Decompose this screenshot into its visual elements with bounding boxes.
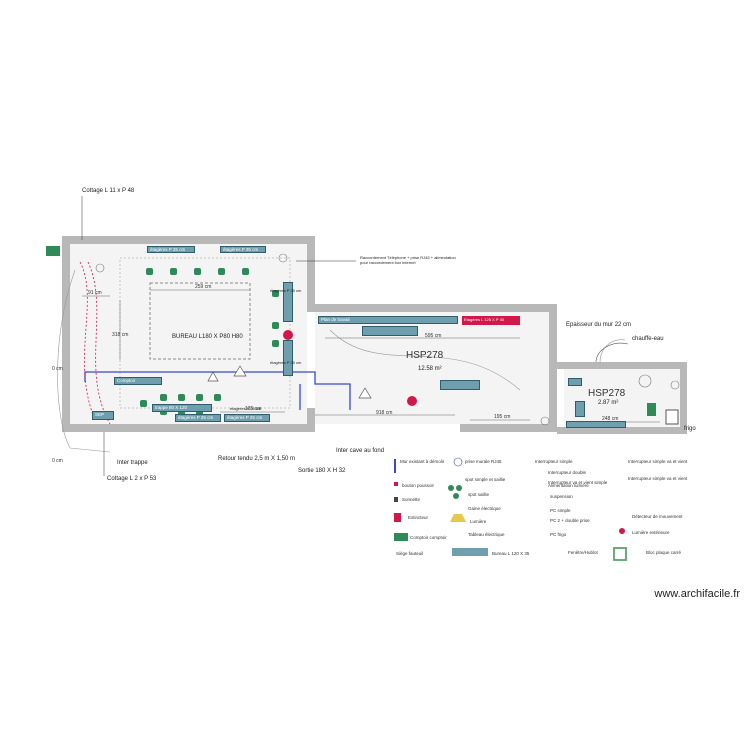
legend-item: Interrupteur simple va et vient: [628, 459, 688, 464]
legend-icons: [394, 457, 627, 561]
green-block-left: [46, 246, 60, 256]
legend-item: Alimentation lumière: [548, 483, 589, 488]
shelf-middle-top: Plan de travail: [318, 316, 458, 324]
fixtures: [95, 253, 680, 426]
floors: [70, 244, 680, 427]
shelf-trappe: trappe 80 X 120: [152, 404, 212, 412]
legend-item: Gaine électrique: [468, 506, 501, 511]
inter-trappe-label: Inter trappe: [117, 460, 148, 466]
shelf-top-2: étagères P 25 cm: [220, 246, 266, 253]
shelf-bottom-2: étagères P 25 cm: [224, 414, 270, 422]
dim-label-3: 918 cm: [376, 410, 393, 416]
side-label-1: 0 cm: [52, 366, 63, 372]
shelf-right-1: [283, 282, 293, 322]
shelf-middle-1: [362, 326, 418, 336]
shelf-right-room-1: [568, 378, 582, 386]
box-right: [665, 409, 679, 425]
legend-item: Détecteur de mouvement: [632, 514, 683, 519]
shelf-right-2: [283, 340, 293, 376]
dimension-lines: [82, 289, 660, 423]
interrupteur-label: Inter cave au fond: [336, 448, 385, 454]
shelf-bottom-1: étagères P 25 cm: [175, 414, 221, 422]
legend-item: Comptoir comptoir: [410, 535, 447, 540]
etagere-7-label: étagères P 25 cm: [230, 406, 262, 411]
dim-label-2: 595 cm: [425, 333, 442, 339]
red-bar: [462, 316, 520, 325]
legend-item: Interrupteur va et vient simple: [548, 480, 608, 485]
sortie-label: Sortie 180 X H 32: [298, 468, 346, 474]
legend-item: Sonnette: [402, 497, 421, 502]
legend-item: Bloc plaque carré: [646, 550, 682, 555]
room-area-right: 2.87 m²: [598, 400, 619, 406]
etagere-5-label: étagères P 25 cm: [270, 288, 302, 293]
shelf-sep: SEP: [92, 411, 114, 420]
legend-item: Bureau L 120 X 35: [492, 551, 530, 556]
room-name-right: HSP278: [588, 388, 626, 399]
legend-item: prise murale RJ45: [465, 459, 502, 464]
shelf-right-room-3: [575, 401, 585, 417]
etagere-haut-label: Etagères L 125 X P 40: [464, 317, 505, 322]
cottage-top-label: Cottage L 11 x P 48: [82, 188, 135, 194]
dim-label-8: 318 cm: [112, 332, 129, 338]
legend-item: PC simple: [550, 508, 571, 513]
chauffe-eau-arc: [595, 342, 629, 363]
dim-label-4: 195 cm: [494, 414, 511, 420]
etagere-6-label: étagères P 25 cm: [270, 360, 302, 365]
legend-item: Extincteur: [408, 515, 429, 520]
legend-item: spot simple et saillie: [465, 477, 506, 482]
legend-item: Fenêtre/Hublot: [568, 550, 598, 555]
epaisseur-label: Epaisseur du mur 22 cm: [566, 322, 632, 328]
shelf-middle-2: [440, 380, 480, 390]
dim-label-6: 91 cm: [88, 290, 102, 296]
legend-item: Lumière extérieure: [632, 530, 670, 535]
room-area-middle: 12.58 m²: [418, 366, 442, 372]
room-name-middle: HSP278: [406, 350, 444, 361]
legend-item: PC frigo: [550, 532, 567, 537]
green-block-right: [647, 403, 656, 416]
shelf-right-room-2: [566, 421, 626, 428]
office-outline: [149, 282, 251, 360]
legend-item: bouton poussoir: [402, 483, 435, 488]
legend-item: Mur existant à démolir: [400, 459, 445, 464]
chauffe-eau-label: chauffe-eau: [632, 336, 664, 342]
legend-item: Lumière: [470, 519, 487, 524]
legend-item: Tableau électrique: [468, 532, 505, 537]
shelf-top-1: étagères P 25 cm: [147, 246, 195, 253]
watermark: www.archifacile.fr: [654, 588, 740, 600]
legend-item: Interrupteur simple va et vient: [628, 476, 688, 481]
bureau-label: BUREAU L180 X P80 H80: [172, 334, 243, 340]
dim-label-1: 259 cm: [195, 284, 212, 290]
wiring-red: [79, 261, 111, 425]
side-label-2: 0 cm: [52, 458, 63, 464]
legend-item: spot saillie: [468, 492, 490, 497]
dim-label-7: 135 cm: [245, 406, 262, 412]
dim-label-5: 248 cm: [602, 416, 619, 422]
detector-icons: [207, 365, 372, 399]
legend-item: suspension: [550, 494, 573, 499]
retour-label: Retour tendu 2,5 m X 1,50 m: [218, 456, 296, 462]
frigo-label: frigo: [684, 426, 696, 432]
legend-item: Siège fauteuil: [396, 551, 424, 556]
cottage-bottom-label: Cottage L 2 x P 53: [107, 476, 157, 482]
legend-item: PC 2 + double prise: [550, 518, 590, 523]
walls: [62, 236, 687, 434]
legend-item: Interrupteur simple: [535, 459, 573, 464]
legend-item: Interrupteur double: [548, 470, 587, 475]
red-lights: [283, 330, 417, 406]
wiring-grey: [57, 269, 626, 453]
shelf-comptoir: Comptoir: [114, 377, 162, 385]
raccordement-label: Raccordement Téléphone + prise RJ45 + al…: [360, 255, 456, 265]
